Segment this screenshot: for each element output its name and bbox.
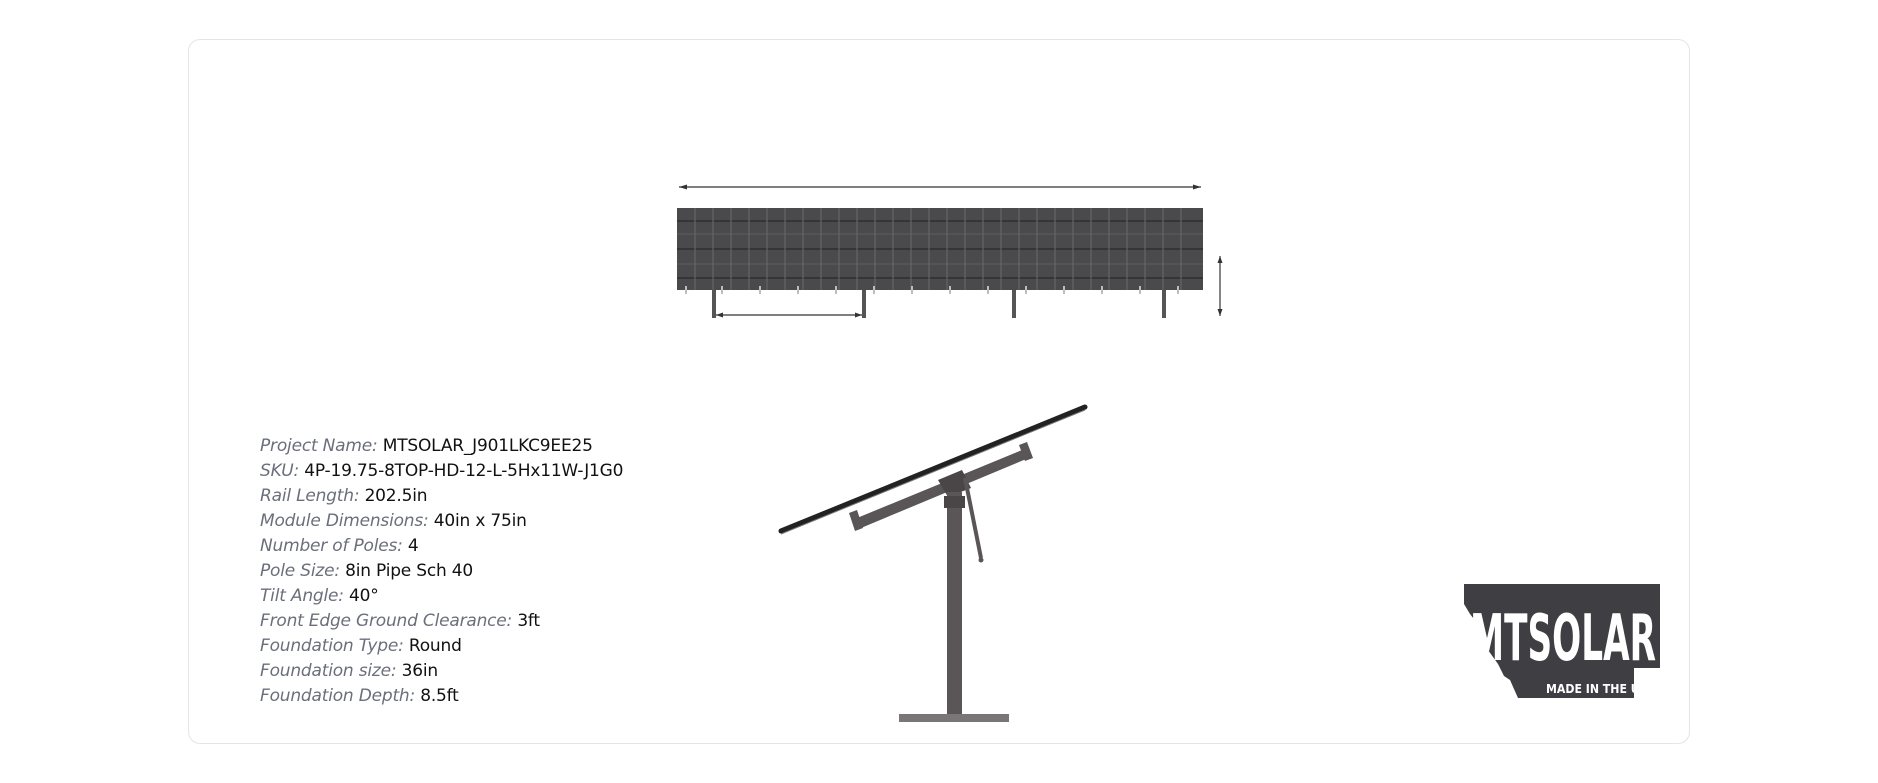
spec-row-foundation-size: Foundation size: 36in [260, 659, 820, 684]
spec-value: 3ft [517, 611, 540, 631]
spec-label: Foundation Type: [260, 636, 404, 656]
spec-label: Number of Poles: [260, 536, 403, 556]
spec-value: 40in x 75in [433, 511, 527, 531]
spec-row-sku: SKU: 4P-19.75-8TOP-HD-12-L-5Hx11W-J1G0 [260, 459, 820, 484]
spec-value: 36in [401, 661, 439, 681]
spec-value: Round [408, 636, 462, 656]
spec-label: Front Edge Ground Clearance: [260, 611, 513, 631]
spec-row-pole-size: Pole Size: 8in Pipe Sch 40 [260, 559, 820, 584]
drawing-card [188, 39, 1690, 744]
spec-label: Foundation Depth: [260, 686, 416, 706]
spec-value: MTSOLAR_J901LKC9EE25 [382, 436, 593, 456]
spec-value: 4 [407, 536, 419, 556]
logo-brand-text: MTSOLAR [1470, 602, 1656, 676]
spec-label: Pole Size: [260, 561, 340, 581]
spec-label: Project Name: [260, 436, 378, 456]
spec-value: 8in Pipe Sch 40 [345, 561, 474, 581]
spec-row-tilt-angle: Tilt Angle: 40° [260, 584, 820, 609]
spec-row-number-of-poles: Number of Poles: 4 [260, 534, 820, 559]
mtsolar-logo: MTSOLAR MADE IN THE USA [1464, 584, 1660, 698]
spec-row-foundation-type: Foundation Type: Round [260, 634, 820, 659]
front-elevation-drawing [677, 184, 1223, 318]
spec-value: 4P-19.75-8TOP-HD-12-L-5Hx11W-J1G0 [304, 461, 624, 481]
logo-tagline-text: MADE IN THE USA [1546, 682, 1657, 696]
spec-label: SKU: [260, 461, 300, 481]
spec-row-foundation-depth: Foundation Depth: 8.5ft [260, 684, 820, 709]
spec-row-module-dimensions: Module Dimensions: 40in x 75in [260, 509, 820, 534]
spec-value: 202.5in [364, 486, 428, 506]
spec-label: Tilt Angle: [260, 586, 344, 606]
spec-list: Project Name: MTSOLAR_J901LKC9EE25 SKU: … [260, 434, 820, 709]
spec-label: Module Dimensions: [260, 511, 429, 531]
spec-row-project-name: Project Name: MTSOLAR_J901LKC9EE25 [260, 434, 820, 459]
spec-value: 40° [349, 586, 379, 606]
spec-label: Rail Length: [260, 486, 360, 506]
side-elevation-drawing [778, 404, 1088, 722]
spec-value: 8.5ft [420, 686, 459, 706]
spec-row-ground-clearance: Front Edge Ground Clearance: 3ft [260, 609, 820, 634]
spec-label: Foundation size: [260, 661, 397, 681]
spec-row-rail-length: Rail Length: 202.5in [260, 484, 820, 509]
